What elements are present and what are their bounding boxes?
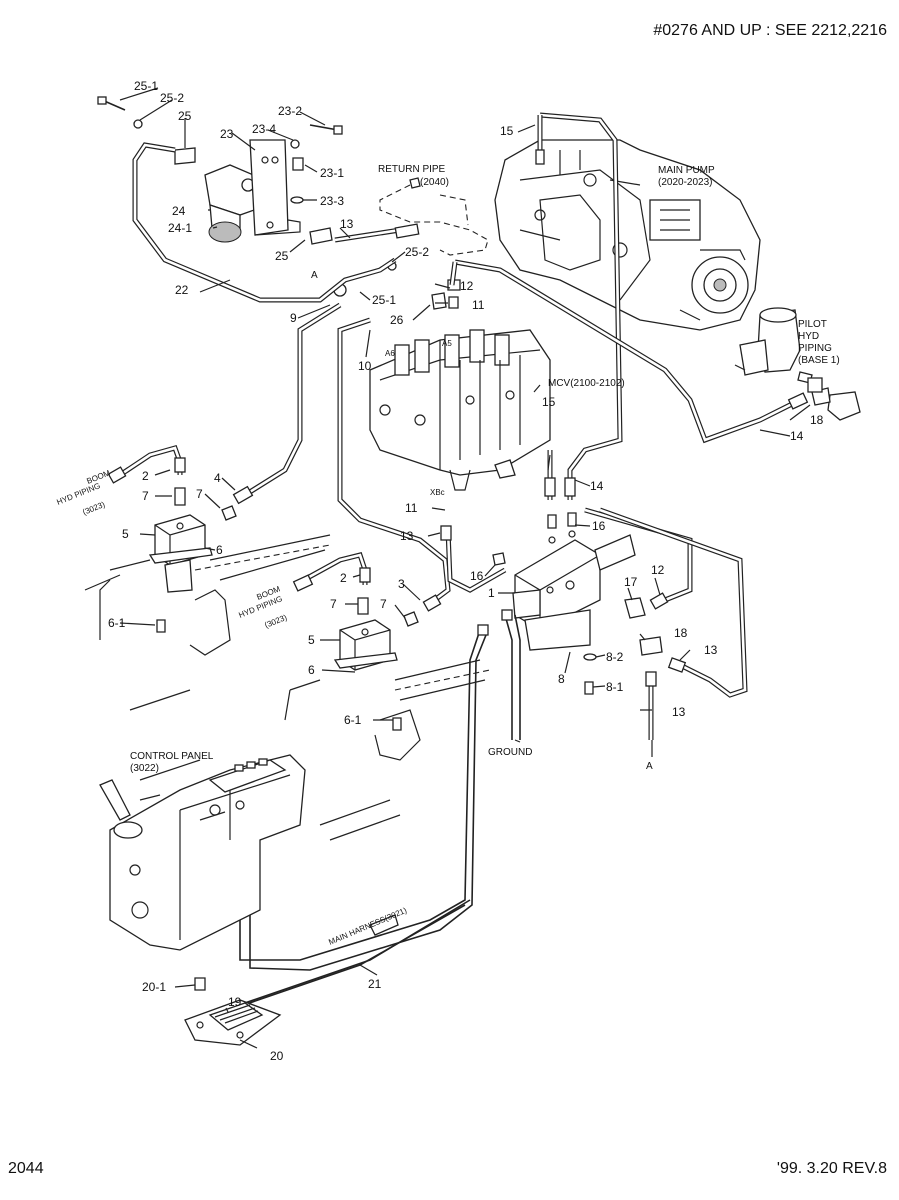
label-23: 23 [220, 127, 234, 141]
label-23-4: 23-4 [252, 122, 276, 136]
main-pump [494, 139, 761, 331]
part-labels: 25-1 25-2 25 23 23-4 23-2 23-1 23-3 24 2… [108, 79, 824, 1063]
label-13b: 13 [400, 529, 414, 543]
label-7d: 7 [380, 597, 387, 611]
label-19: 19 [228, 995, 242, 1009]
label-pilot-1: PILOT [798, 319, 827, 330]
hose-fittings [107, 149, 809, 687]
label-pilot-3: PIPING [798, 343, 832, 354]
label-20: 20 [270, 1049, 284, 1063]
label-14a: 14 [590, 479, 604, 493]
label-25-2: 25-2 [160, 91, 184, 105]
label-12b: 12 [651, 563, 665, 577]
label-5a: 5 [122, 527, 129, 541]
page-number: 2044 [8, 1160, 44, 1177]
label-21: 21 [368, 977, 382, 991]
label-13d: 13 [672, 705, 686, 719]
label-15b: 15 [542, 395, 556, 409]
label-4: 4 [214, 471, 221, 485]
label-26: 26 [390, 313, 404, 327]
label-main-pump-ref: (2020-2023) [658, 177, 712, 188]
label-23-3: 23-3 [320, 194, 344, 208]
label-6-1b: 6-1 [344, 713, 362, 727]
pilot-valve-block [492, 512, 663, 695]
label-6a: 6 [216, 543, 223, 557]
label-boom-b3: (3023) [263, 613, 288, 630]
label-pilot-2: HYD [798, 331, 819, 342]
label-2b: 2 [340, 571, 347, 585]
label-24-1: 24-1 [168, 221, 192, 235]
label-port-a5: A5 [442, 339, 452, 348]
pilot-blocks [148, 487, 419, 731]
wiring [199, 609, 521, 1021]
label-return-pipe: RETURN PIPE [378, 164, 446, 175]
revision-note: '99. 3.20 REV.8 [776, 1160, 887, 1177]
label-14b: 14 [790, 429, 804, 443]
label-ground: GROUND [488, 747, 532, 758]
label-boom-3: (3023) [81, 500, 106, 517]
header-note: #0276 AND UP : SEE 2212,2216 [653, 22, 887, 39]
label-13a: 13 [340, 217, 354, 231]
label-17: 17 [624, 575, 638, 589]
label-8-1: 8-1 [606, 680, 624, 694]
label-9: 9 [290, 311, 297, 325]
control-panel [99, 754, 306, 951]
hoses [118, 112, 802, 740]
label-16a: 16 [592, 519, 606, 533]
leader-lines [119, 87, 811, 1049]
label-18b: 18 [674, 626, 688, 640]
label-8-2: 8-2 [606, 650, 624, 664]
label-1: 1 [488, 586, 495, 600]
label-18a: 18 [810, 413, 824, 427]
label-mcv: MCV(2100-2102) [548, 378, 625, 389]
label-11b: 11 [405, 501, 418, 515]
label-7a: 7 [142, 489, 149, 503]
label-pilot-4: (BASE 1) [798, 355, 840, 366]
label-port-xb: XBc [430, 488, 445, 497]
label-6-1a: 6-1 [108, 616, 126, 630]
label-25-1: 25-1 [134, 79, 158, 93]
tee-fittings [807, 377, 823, 393]
label-5b: 5 [308, 633, 315, 647]
label-25: 25 [178, 109, 192, 123]
label-main-pump: MAIN PUMP [658, 165, 715, 176]
label-2a: 2 [142, 469, 149, 483]
label-8: 8 [558, 672, 565, 686]
return-filter [174, 139, 333, 245]
pilot-filter [734, 307, 861, 421]
label-23-2: 23-2 [278, 104, 302, 118]
label-24: 24 [172, 204, 186, 218]
label-25-1b: 25-1 [372, 293, 396, 307]
label-20-1: 20-1 [142, 980, 166, 994]
mcv-valve [369, 329, 551, 491]
label-25-2b: 25-2 [405, 245, 429, 259]
label-11a: 11 [472, 298, 485, 312]
label-13c: 13 [704, 643, 718, 657]
label-control-panel-ref: (3022) [130, 763, 159, 774]
return-pipe-dashed [379, 184, 489, 256]
label-a-upper: A [311, 270, 318, 281]
label-15a: 15 [500, 124, 514, 138]
label-10: 10 [358, 359, 372, 373]
label-12a: 12 [460, 279, 474, 293]
label-return-pipe-ref: (2040) [420, 177, 449, 188]
label-23-1: 23-1 [320, 166, 344, 180]
label-control-panel: CONTROL PANEL [130, 751, 214, 762]
label-16b: 16 [470, 569, 484, 583]
label-a-lower: A [646, 761, 653, 772]
label-22: 22 [175, 283, 189, 297]
label-25b: 25 [275, 249, 289, 263]
label-port-a6: A6 [385, 349, 395, 358]
label-6b: 6 [308, 663, 315, 677]
foot-pedal [184, 977, 282, 1046]
base-frame [84, 534, 491, 841]
label-7c: 7 [330, 597, 337, 611]
label-3: 3 [398, 577, 405, 591]
label-7b: 7 [196, 487, 203, 501]
